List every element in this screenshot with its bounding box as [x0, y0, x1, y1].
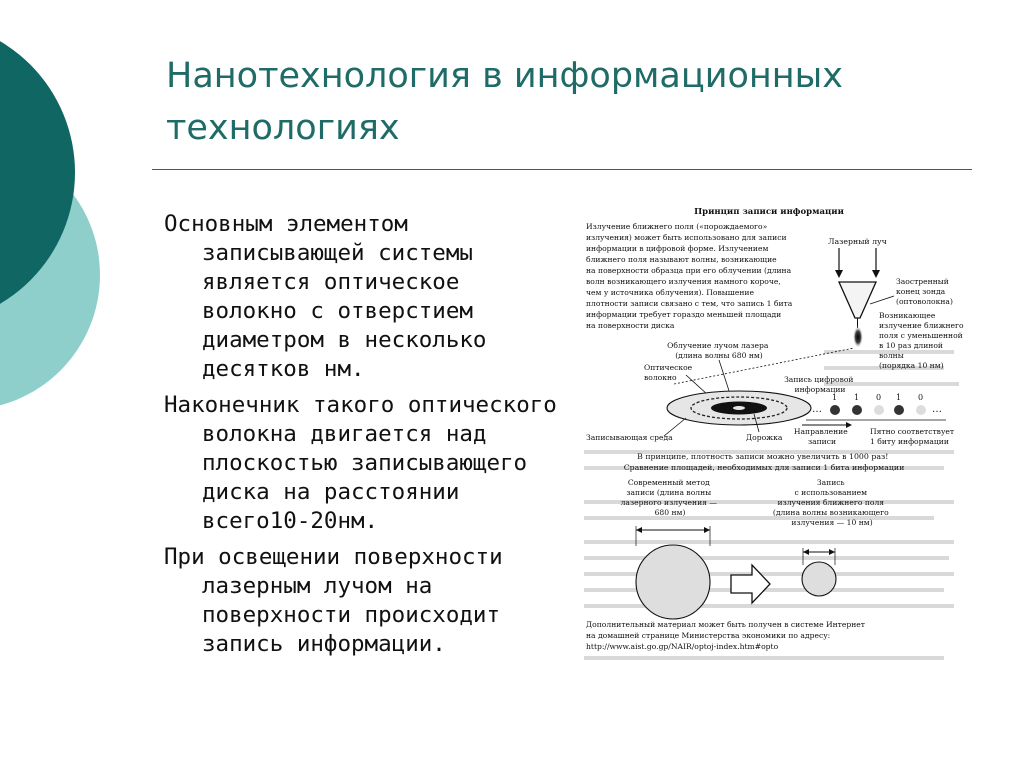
- recording-medium-label: Записывающая среда: [586, 433, 673, 442]
- fiber-probe: [837, 281, 878, 328]
- slide-title: Нанотехнология в информационных технолог…: [166, 56, 843, 148]
- medium-leader-line: [663, 417, 687, 437]
- diameter-marker-large: [635, 526, 711, 546]
- bit-label: 1: [896, 393, 901, 402]
- footer-text: Дополнительный материал может быть получ…: [586, 620, 867, 651]
- direction-arrow: [802, 422, 852, 428]
- figure-heading: Принцип записи информации: [694, 207, 844, 217]
- bit-label: 1: [854, 393, 859, 402]
- spot-label: Пятно соответствует 1 биту информации: [870, 427, 957, 446]
- body-paragraph: При освещении поверхности лазерным лучом…: [164, 544, 503, 657]
- ellipsis-mark: …: [812, 404, 822, 415]
- bit-blank: [916, 405, 926, 415]
- scan-texture: [584, 516, 934, 520]
- bit-sequence: … 1 1 0 1 0 …: [812, 393, 942, 415]
- laser-beam-arrows: [835, 248, 880, 278]
- scan-texture: [584, 500, 954, 504]
- diameter-marker-small: [802, 548, 836, 565]
- body-paragraph: Наконечник такого оптического волокна дв…: [164, 392, 557, 534]
- slide-body: Основным элементом записывающей системы …: [164, 210, 564, 666]
- current-method-label: Современный метод записи (длина волны ла…: [621, 478, 720, 517]
- digital-record-label: Запись цифровой информации: [784, 375, 856, 394]
- title-divider: [152, 169, 972, 170]
- comparison-arrow: [730, 563, 771, 605]
- ellipsis-mark: …: [932, 404, 942, 415]
- bit-label: 1: [832, 393, 837, 402]
- laser-beam-label: Лазерный луч: [828, 237, 887, 246]
- near-field-method-label: Запись с использованием излучения ближне…: [773, 478, 891, 527]
- recording-disk: [666, 390, 812, 426]
- beam-path-line: [673, 347, 855, 385]
- decorative-circles: [0, 0, 140, 768]
- scan-texture: [584, 656, 944, 660]
- bit-pit: [852, 405, 862, 415]
- bit-label: 0: [876, 393, 881, 402]
- scan-texture: [824, 350, 954, 354]
- bit-pit: [894, 405, 904, 415]
- body-paragraph: Основным элементом записывающей системы …: [164, 211, 487, 382]
- scan-texture: [584, 466, 944, 470]
- near-field-label: Возникающее излучение ближнего поля с ум…: [879, 311, 964, 370]
- bit-pit: [830, 405, 840, 415]
- scan-texture: [584, 540, 954, 544]
- density-text: В принципе, плотность записи можно увели…: [624, 452, 905, 472]
- track-label: Дорожка: [746, 433, 783, 442]
- bit-label: 0: [918, 393, 923, 402]
- track-leader-line: [753, 413, 760, 433]
- figure-intro-text: Излучение ближнего поля («порождаемого» …: [586, 222, 795, 330]
- bit-blank: [874, 405, 884, 415]
- probe-leader-line: [869, 295, 895, 305]
- large-bit-area: [635, 544, 711, 620]
- diagram-svg: Принцип записи информации Излучение ближ…: [586, 207, 964, 651]
- scan-texture: [584, 556, 949, 560]
- fiber-label: Оптическое волокно: [644, 363, 695, 382]
- direction-label: Направление записи: [794, 427, 850, 446]
- small-bit-area: [801, 561, 837, 597]
- scan-texture: [584, 572, 954, 576]
- scan-texture: [584, 604, 954, 608]
- laser-irradiation-label: Облучение лучом лазера (длина волны 680 …: [667, 341, 771, 360]
- scan-texture: [824, 366, 944, 370]
- scanned-diagram: Принцип записи информации Излучение ближ…: [574, 200, 964, 670]
- scan-texture: [584, 450, 954, 454]
- near-field-spot: [853, 326, 863, 348]
- probe-label: Заостренный конец зонда (оптоволокна): [896, 277, 953, 306]
- scan-texture: [824, 382, 959, 386]
